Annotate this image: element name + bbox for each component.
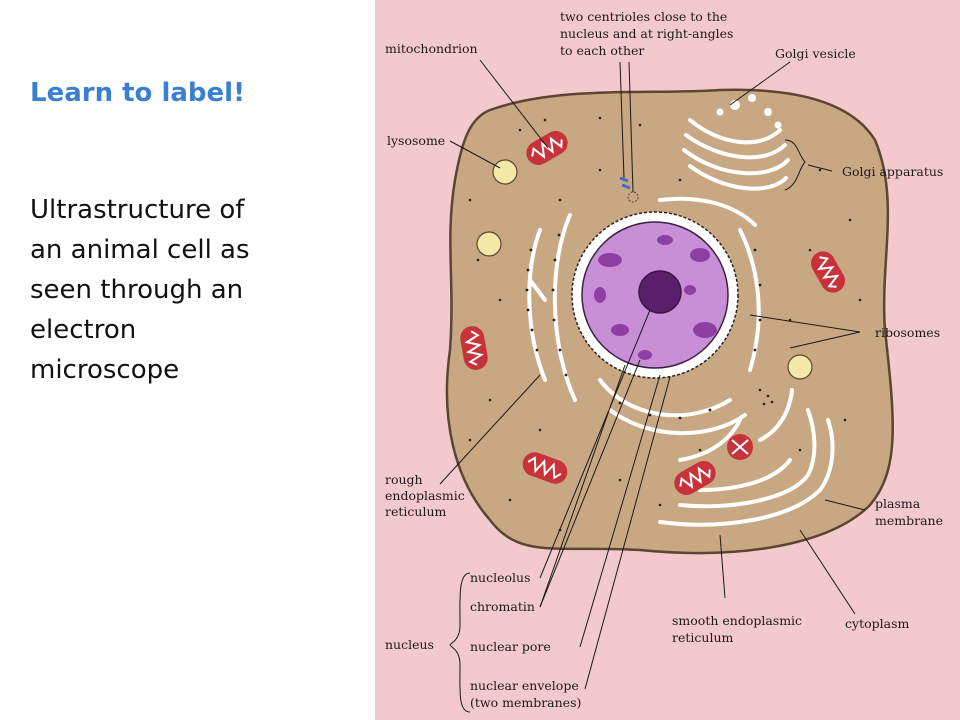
label-centrioles-2: nucleus and at right-angles (560, 26, 733, 41)
golgi-vesicles (716, 94, 782, 129)
ribosome-dots (468, 116, 862, 532)
label-rough-er-1: rough (385, 472, 423, 487)
mitochondrion-6 (727, 434, 753, 460)
label-lysosome: lysosome (387, 133, 445, 148)
label-nuclear-pore: nuclear pore (470, 639, 551, 654)
label-plasma-membrane-1: plasma (875, 496, 921, 511)
mitochondrion-3 (522, 452, 568, 484)
rough-endoplasmic-reticulum (527, 196, 761, 462)
label-centrioles-3: to each other (560, 43, 644, 58)
label-cytoplasm: cytoplasm (845, 616, 909, 631)
label-centrioles-1: two centrioles close to the (560, 9, 727, 24)
slide-text-panel: Learn to label! Ultrastructure of an ani… (0, 0, 375, 720)
label-nucleus: nucleus (385, 637, 434, 652)
rer-ribosome-studs (525, 233, 762, 420)
label-smooth-er-1: smooth endoplasmic (672, 613, 802, 628)
label-chromatin: chromatin (470, 599, 535, 614)
leader-lines (439, 59, 866, 713)
label-smooth-er-2: reticulum (672, 630, 733, 645)
mitochondrion-4 (674, 461, 716, 495)
animal-cell-diagram: two centrioles close to the nucleus and … (375, 0, 960, 720)
label-golgi-apparatus: Golgi apparatus (842, 164, 943, 179)
label-ribosomes: ribosomes (875, 325, 940, 340)
label-plasma-membrane-2: membrane (875, 513, 943, 528)
chromatin-patches (594, 235, 717, 360)
mitochondria (460, 131, 845, 495)
cell-diagram-svg: two centrioles close to the nucleus and … (375, 0, 960, 720)
label-nucleolus: nucleolus (470, 570, 531, 585)
nucleus (571, 211, 739, 379)
label-mitochondrion: mitochondrion (385, 41, 478, 56)
label-rough-er-3: reticulum (385, 504, 446, 519)
diagram-labels: two centrioles close to the nucleus and … (385, 9, 943, 710)
centriole-1 (619, 176, 631, 190)
label-golgi-vesicle: Golgi vesicle (775, 46, 856, 61)
slide-heading: Learn to label! (30, 78, 245, 108)
label-rough-er-2: endoplasmic (385, 488, 465, 503)
smooth-endoplasmic-reticulum (658, 388, 835, 527)
label-nuclear-envelope-1: nuclear envelope (470, 678, 579, 693)
label-nuclear-envelope-2: (two membranes) (470, 695, 581, 710)
mitochondrion-5 (811, 251, 845, 293)
mitochondrion-2 (460, 326, 488, 370)
lysosomes (476, 159, 813, 380)
golgi-apparatus (682, 118, 790, 191)
nucleolus (638, 270, 682, 314)
slide-description: Ultrastructure of an animal cell as seen… (30, 195, 250, 385)
